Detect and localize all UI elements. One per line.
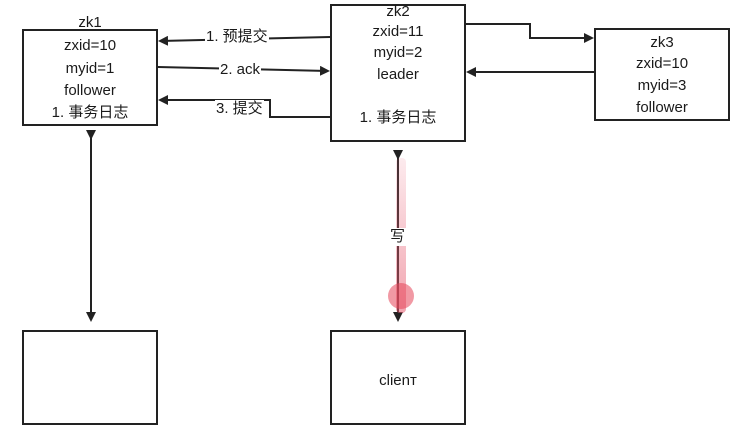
edge-label-write: 写 [389, 228, 407, 246]
node-zk2 [330, 4, 466, 142]
zk2-log: 1. 事务日志 [359, 109, 437, 126]
cursor-dot [388, 283, 414, 309]
zk1-name: zk1 [78, 14, 102, 31]
edge-label-propose: 1. 预提交 [205, 28, 269, 46]
node-zk3 [594, 28, 730, 121]
zk3-role: follower [636, 99, 688, 116]
zk3-myid: myid=3 [637, 77, 687, 94]
zk2-zxid: zxid=11 [372, 23, 424, 40]
edge-label-ack: 2. ack [219, 61, 262, 79]
zk2-name: zk2 [386, 3, 410, 20]
zk1-zxid: zxid=10 [63, 37, 117, 54]
node-empty [22, 330, 158, 425]
zk1-myid: myid=1 [65, 60, 115, 77]
edge-label-commit: 3. 提交 [215, 100, 264, 118]
zk2-myid: myid=2 [373, 44, 423, 61]
zk3-name: zk3 [650, 34, 674, 51]
arrow-zk2-to-zk3 [466, 23, 594, 43]
client-label: clienт [379, 372, 417, 389]
node-zk1 [22, 29, 158, 126]
zk1-log: 1. 事务日志 [51, 104, 129, 121]
node-client [330, 330, 466, 425]
zk1-role: follower [64, 82, 116, 99]
zk3-zxid: zxid=10 [635, 55, 689, 72]
zk2-role: leader [377, 66, 419, 83]
